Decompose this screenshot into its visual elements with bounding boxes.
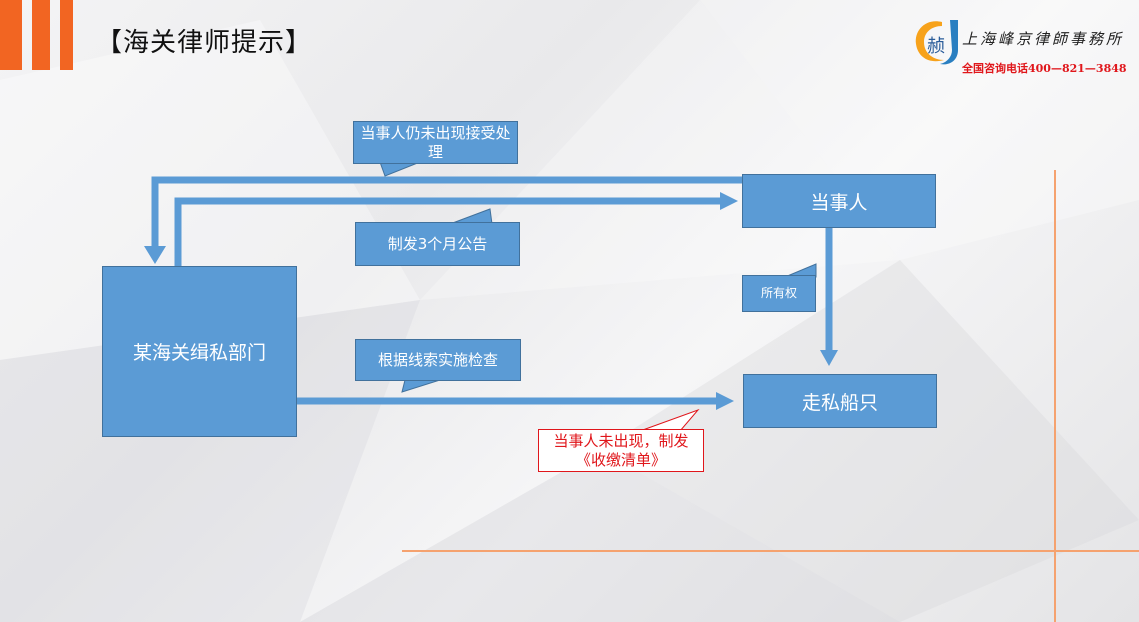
firm-phone: 全国咨询电话400—821—3848: [962, 62, 1127, 75]
arrow-party-to-customs-head: [144, 246, 166, 264]
arrow-customs-to-vessel-head: [716, 392, 734, 410]
callout-inspection: 根据线索实施检查: [355, 339, 521, 381]
page-title: 【海关律师提示】: [96, 28, 313, 58]
node-customs-dept: 某海关缉私部门: [102, 266, 297, 437]
arrow-party-to-vessel-head: [820, 350, 838, 366]
callout-pointer-confiscation: [639, 408, 700, 432]
arrow-party-to-customs: [151, 176, 742, 248]
firm-logo-icon: 赪: [915, 20, 958, 65]
callout-pointer-inspection: [401, 379, 441, 393]
firm-logo: 赪 上海峰京律師事務所 全国咨询电话400—821—3848: [912, 14, 1136, 78]
callout-party-not-appear: 当事人仍未出现接受处理: [353, 121, 518, 164]
arrow-customs-to-party-head: [720, 192, 738, 210]
callout-notice: 制发3个月公告: [355, 222, 520, 266]
node-party: 当事人: [742, 174, 936, 228]
callout-confiscation: 当事人未出现，制发《收缴清单》: [538, 429, 704, 472]
arrow-customs-to-party: [174, 197, 722, 266]
callout-pointer-party-not-appear: [379, 161, 421, 177]
firm-name: 上海峰京律師事務所: [962, 30, 1125, 48]
callout-ownership: 所有权: [742, 275, 816, 312]
node-smuggling-vessel: 走私船只: [743, 374, 937, 428]
firm-logo-mark: 赪: [927, 36, 945, 57]
